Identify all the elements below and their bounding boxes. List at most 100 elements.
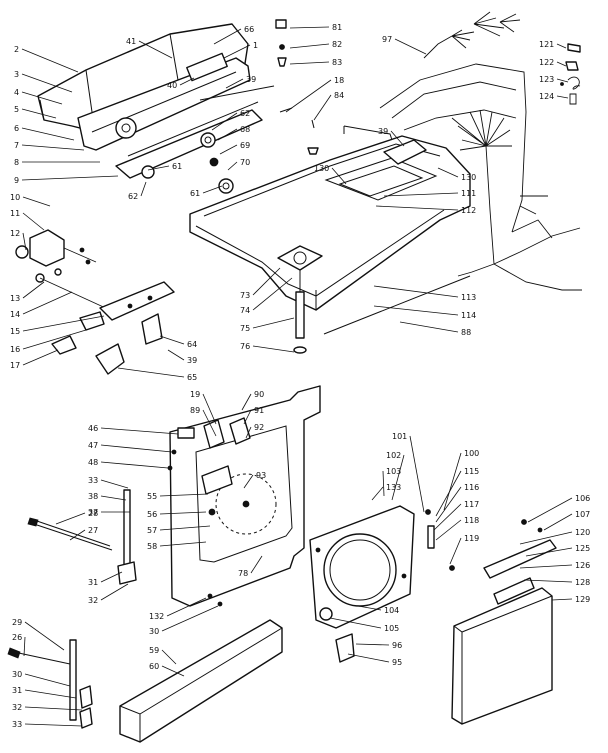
callout-12: 12 [10, 229, 27, 251]
callout-number: 66 [244, 25, 254, 34]
callout-97: 97 [382, 35, 427, 55]
callout-leader-line [179, 77, 195, 86]
callout-number: 38 [88, 492, 98, 501]
callout-96: 96 [355, 641, 402, 650]
callout-120: 120 [519, 528, 590, 545]
callout-123: 123 [539, 75, 569, 84]
callout-125: 125 [525, 544, 590, 557]
callout-130: 130 [437, 167, 476, 182]
callout-90: 90 [241, 390, 264, 411]
callout-37: 37 [88, 508, 130, 517]
callout-130: 130 [314, 164, 347, 185]
callout-leader-line [24, 673, 71, 687]
callout-4: 4 [14, 88, 63, 105]
callout-2: 2 [14, 45, 79, 73]
callout-75: 75 [240, 317, 295, 333]
callout-number: 58 [147, 542, 157, 551]
callout-leader-line [285, 79, 332, 113]
callout-number: 16 [10, 345, 20, 354]
toe-kick-panel [119, 619, 283, 743]
callout-118: 118 [435, 516, 479, 541]
callout-number: 92 [254, 423, 264, 432]
callout-16: 16 [10, 329, 87, 354]
callout-10: 10 [10, 193, 51, 207]
callout-leader-line [556, 61, 567, 67]
callout-leader-line [166, 597, 207, 617]
callout-61: 61 [147, 162, 182, 171]
callout-40: 40 [167, 77, 195, 90]
callout-leader-line [22, 212, 45, 231]
callout-number: 128 [575, 578, 590, 587]
callout-60: 60 [149, 662, 185, 677]
callout-number: 47 [88, 441, 98, 450]
callout-number: 111 [461, 189, 476, 198]
callout-number: 37 [88, 508, 98, 517]
callout-leader-line [241, 393, 252, 411]
callout-73: 73 [240, 267, 281, 300]
callout-66: 66 [213, 25, 254, 45]
callout-number: 12 [10, 229, 20, 238]
callout-number: 31 [88, 578, 98, 587]
callout-leader-line [331, 167, 347, 185]
callout-81: 81 [289, 23, 342, 32]
callout-38: 38 [88, 492, 127, 501]
callout-leader-line [159, 541, 207, 547]
callout-number: 130 [314, 164, 329, 173]
motor-bracket-assembly [15, 229, 175, 375]
callout-leader-line [24, 689, 77, 699]
callout-82: 82 [289, 40, 342, 49]
callout-106: 106 [527, 494, 590, 523]
callout-number: 41 [126, 37, 136, 46]
callout-leader-line [24, 723, 83, 727]
callout-leader-line [390, 130, 405, 147]
callout-58: 58 [147, 541, 207, 551]
callout-84: 84 [313, 91, 344, 121]
callout-17: 17 [10, 349, 59, 370]
callout-number: 82 [332, 40, 342, 49]
callout-leader-line [22, 329, 87, 350]
callout-number: 32 [88, 596, 98, 605]
callout-number: 11 [10, 209, 20, 218]
callout-88: 88 [399, 321, 471, 337]
callout-64: 64 [159, 335, 197, 349]
callout-105: 105 [329, 617, 399, 633]
callout-leader-line [375, 205, 459, 211]
callout-number: 57 [147, 526, 157, 535]
callout-41: 41 [126, 37, 173, 59]
callout-leader-line [525, 547, 573, 557]
callout-number: 60 [149, 662, 159, 671]
callout-number: 113 [461, 293, 476, 302]
callout-leader-line [556, 78, 569, 83]
callout-18: 18 [285, 76, 344, 113]
callout-number: 125 [575, 544, 590, 553]
callout-leader-line [252, 317, 295, 329]
callout-number: 15 [10, 327, 20, 336]
callout-leader-line [394, 38, 427, 55]
callout-104: 104 [357, 605, 399, 615]
callout-6: 6 [14, 124, 75, 141]
callout-leader-line [556, 43, 567, 49]
callout-leader-line [391, 454, 405, 501]
callout-number: 117 [464, 500, 479, 509]
callout-leader-line [21, 91, 63, 105]
callout-number: 70 [240, 158, 250, 167]
wiring-harness [379, 11, 582, 291]
callout-leader-line [117, 367, 185, 378]
callout-74: 74 [240, 277, 293, 315]
callout-107: 107 [543, 510, 590, 531]
callout-number: 8 [14, 158, 19, 167]
callout-number: 103 [386, 467, 401, 476]
callout-number: 28 [88, 509, 98, 518]
callout-leader-line [437, 167, 459, 178]
callout-55: 55 [147, 492, 209, 501]
callout-11: 11 [10, 209, 45, 231]
callout-number: 62 [128, 192, 138, 201]
callout-number: 7 [14, 141, 19, 150]
callout-number: 88 [461, 328, 471, 337]
top-cover-assembly [189, 119, 471, 311]
callout-number: 104 [384, 606, 399, 615]
callout-leader-line [100, 461, 169, 469]
callout-number: 89 [190, 406, 200, 415]
callout-leader-line [435, 519, 462, 541]
